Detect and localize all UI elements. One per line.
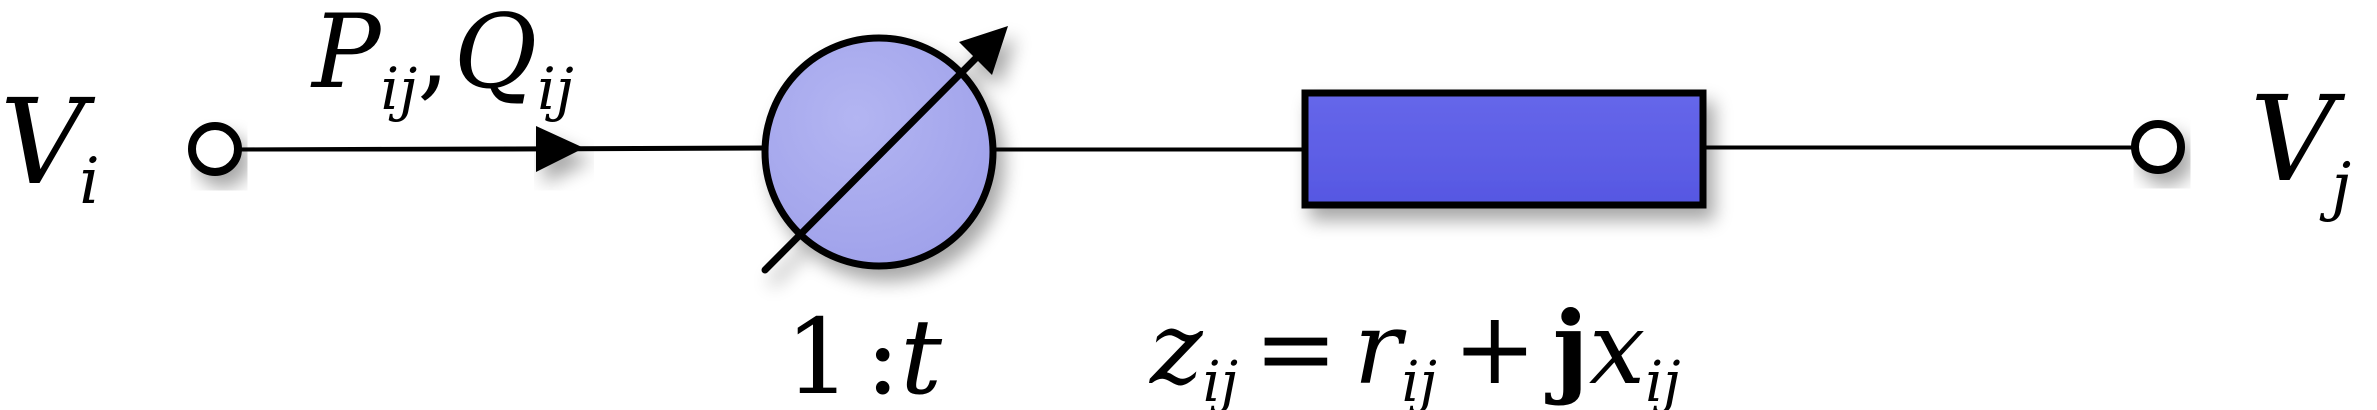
- bus-i-label: Vi: [0, 73, 100, 219]
- power-flow-label: Pij,Qij: [310, 0, 574, 123]
- power-flow-arrow-icon: [536, 126, 584, 172]
- wires: [229, 144, 2139, 153]
- impedance-block: [1301, 89, 1707, 209]
- wire-bus-i-to-transformer: [229, 145, 768, 153]
- bus-i-terminal: [188, 122, 242, 176]
- bus-j-terminal: [2131, 120, 2185, 174]
- bus-j-label: Vj: [2250, 70, 2351, 224]
- impedance-label: zij=rij+jxij: [1149, 289, 1681, 410]
- tap-changer-arrow-icon: [959, 26, 1008, 75]
- transformer-ratio-label: 1:t: [785, 296, 942, 410]
- transformer-symbol: [761, 26, 1008, 274]
- tap-changer-arrow-line: [761, 48, 986, 274]
